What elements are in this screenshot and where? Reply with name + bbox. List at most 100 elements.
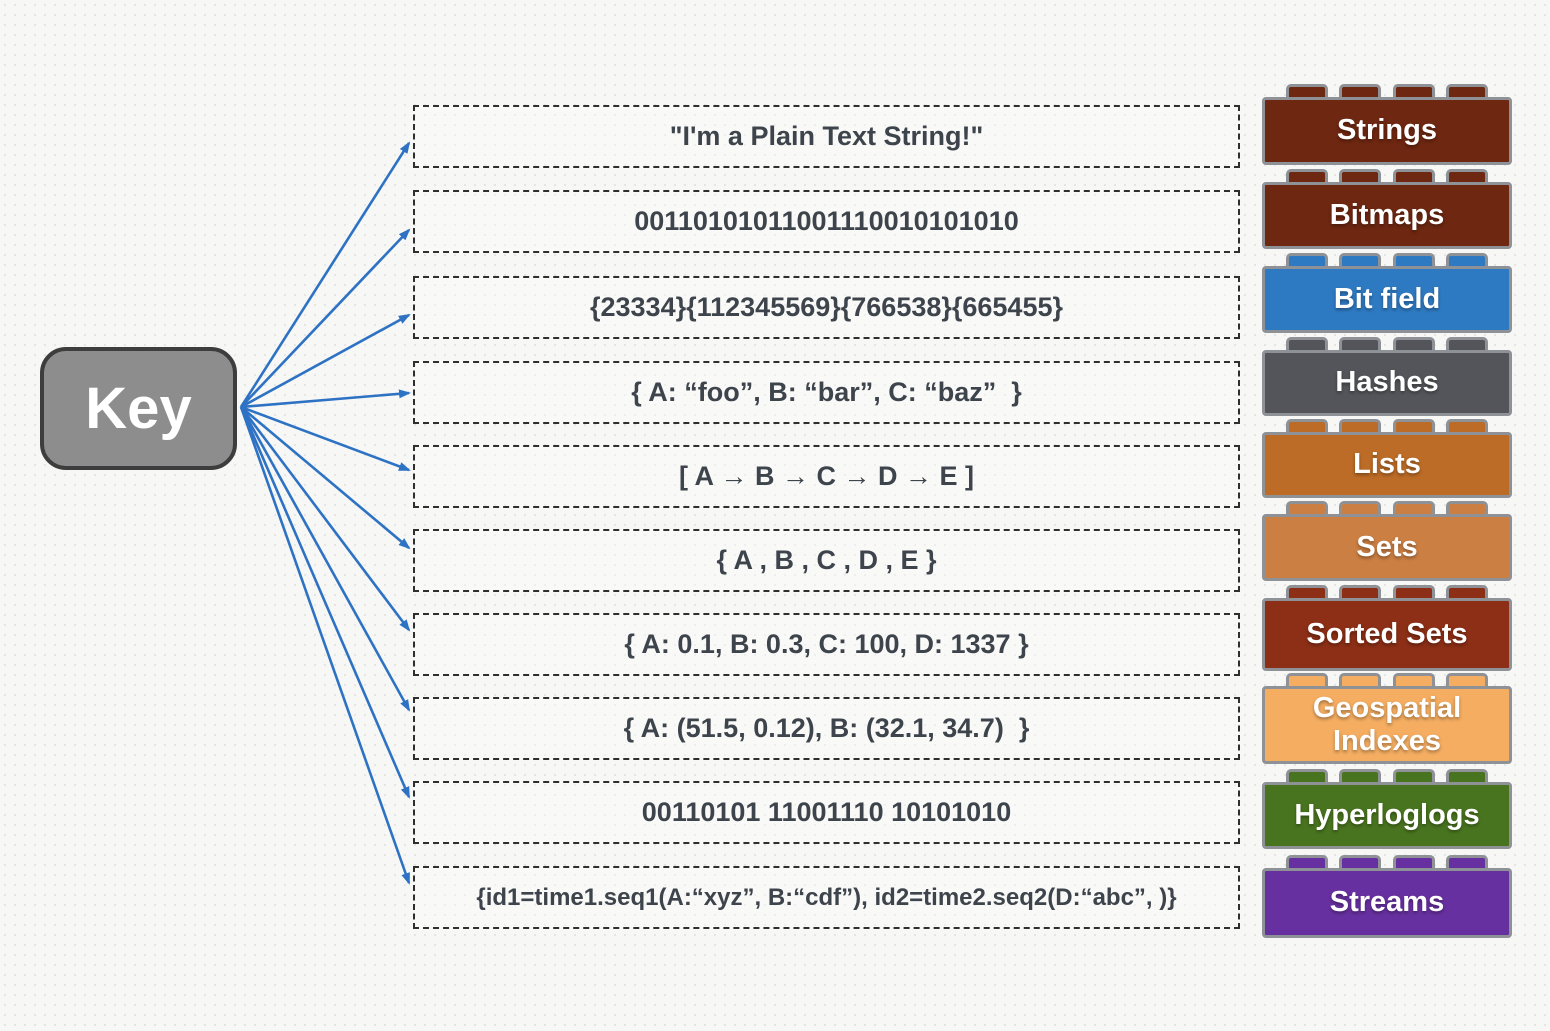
stud [1392,673,1435,686]
stud [1392,419,1435,432]
arrow-strings [239,141,411,408]
brick-label-text: Geospatial Indexes [1312,691,1462,757]
stud [1445,501,1488,514]
value-text: {id1=time1.seq1(A:“xyz”, B:“cdf”), id2=t… [476,883,1177,911]
brick-sets: Sets [1262,501,1512,581]
stud [1392,585,1435,598]
value-box-strings: "I'm a Plain Text String!" [413,105,1240,168]
brick-hashes: Hashes [1262,337,1512,416]
stud [1286,253,1328,266]
stud [1392,501,1435,514]
brick-label-text: Lists [1353,448,1421,481]
value-text: "I'm a Plain Text String!" [669,121,984,151]
key-label: Key [85,376,192,441]
brick-hyperloglogs: Hyperloglogs [1262,769,1512,849]
stud [1286,84,1328,97]
brick-label-text: Bitmaps [1329,198,1445,231]
arrow-bitfield [240,313,411,409]
value-box-bitmaps: 00110101011001110010101010 [413,190,1240,253]
stud [1286,585,1328,598]
brick-label-hyperloglogs: Hyperloglogs [1262,782,1512,849]
stud [1339,585,1382,598]
stud [1445,169,1488,182]
stud [1445,585,1488,598]
stud [1339,769,1382,782]
brick-label-text: Hyperloglogs [1294,798,1480,831]
stud [1286,673,1328,686]
value-box-lists: [ A → B → C → D → E ] [413,445,1240,508]
brick-studs [1262,501,1512,514]
brick-label-streams: Streams [1262,868,1512,938]
stud [1392,769,1435,782]
arrow-hashes [240,389,411,409]
stud [1392,855,1435,868]
stud [1339,673,1382,686]
brick-bitmaps: Bitmaps [1262,169,1512,249]
brick-label-lists: Lists [1262,432,1512,498]
brick-strings: Strings [1262,84,1512,165]
brick-label-text: Bit field [1333,282,1441,315]
stud [1445,673,1488,686]
key-node: Key [40,347,237,470]
value-box-geospatial: { A: (51.5, 0.12), B: (32.1, 34.7) } [413,697,1240,760]
value-text: 00110101 11001110 10101010 [641,797,1012,827]
value-text: [ A → B → C → D → E ] [679,461,974,491]
brick-label-sets: Sets [1262,514,1512,581]
value-box-sets: { A , B , C , D , E } [413,529,1240,592]
brick-label-bitmaps: Bitmaps [1262,182,1512,249]
value-text: { A: 0.1, B: 0.3, C: 100, D: 1337 } [624,629,1029,659]
stud [1339,501,1382,514]
brick-studs [1262,769,1512,782]
stud [1286,769,1328,782]
stud [1445,855,1488,868]
stud [1445,337,1488,350]
brick-studs [1262,337,1512,350]
brick-label-hashes: Hashes [1262,350,1512,416]
brick-label-sortedsets: Sorted Sets [1262,598,1512,671]
arrow-sets [240,406,411,550]
brick-streams: Streams [1262,855,1512,938]
arrow-hyperloglogs [239,406,411,799]
value-text: { A: (51.5, 0.12), B: (32.1, 34.7) } [623,713,1030,743]
value-box-hyperloglogs: 00110101 11001110 10101010 [413,781,1240,844]
stud [1339,419,1382,432]
brick-studs [1262,169,1512,182]
brick-bitfield: Bit field [1262,253,1512,333]
value-text: {23334}{112345569}{766538}{665455} [590,292,1063,322]
brick-label-strings: Strings [1262,97,1512,165]
value-text: 00110101011001110010101010 [634,206,1019,236]
brick-label-text: Hashes [1335,366,1439,399]
stud [1286,855,1328,868]
arrow-lists [240,405,411,472]
value-text: { A , B , C , D , E } [716,545,937,575]
stud [1445,769,1488,782]
stud [1339,169,1382,182]
stud [1445,84,1488,97]
value-box-sortedsets: { A: 0.1, B: 0.3, C: 100, D: 1337 } [413,613,1240,676]
stud [1286,419,1328,432]
brick-lists: Lists [1262,419,1512,498]
brick-studs [1262,253,1512,266]
brick-label-text: Streams [1329,886,1445,919]
stud [1392,169,1435,182]
brick-studs [1262,673,1512,686]
brick-studs [1262,419,1512,432]
brick-sortedsets: Sorted Sets [1262,585,1512,671]
arrow-streams [239,406,411,885]
arrow-geospatial [239,406,411,712]
brick-label-text: Strings [1337,114,1437,147]
value-box-streams: {id1=time1.seq1(A:“xyz”, B:“cdf”), id2=t… [413,866,1240,929]
brick-label-text: Sorted Sets [1306,617,1468,650]
stud [1339,337,1382,350]
arrow-bitmaps [240,228,411,408]
stud [1392,84,1435,97]
value-text: { A: “foo”, B: “bar”, C: “baz” } [631,377,1022,407]
stud [1286,169,1328,182]
stud [1339,855,1382,868]
stud [1445,253,1488,266]
brick-label-geospatial: Geospatial Indexes [1262,686,1512,764]
brick-studs [1262,84,1512,97]
value-box-bitfield: {23334}{112345569}{766538}{665455} [413,276,1240,339]
